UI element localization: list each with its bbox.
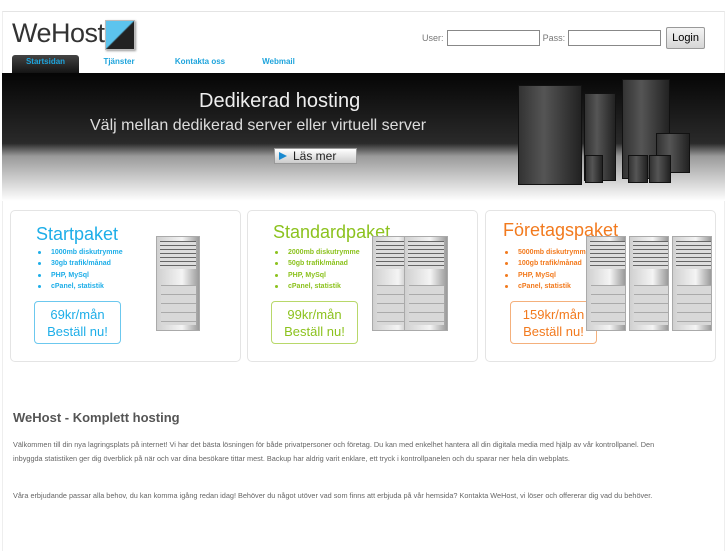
server-icon [404,236,448,331]
feature-item: 1000mb diskutrymme [36,249,123,260]
feature-list: 2000mb diskutrymme 50gb trafik/månad PHP… [273,249,360,294]
user-label: User: [422,33,444,43]
price: 69kr/mån [50,307,105,322]
banner-title: Dedikerad hosting [199,90,361,112]
feature-item: 100gb trafik/månad [503,260,590,271]
feature-item: cPanel, statistik [36,283,123,294]
order-label: Beställ nu! [47,324,108,339]
feature-item: cPanel, statistik [273,283,360,294]
tab-kontakta-oss[interactable]: Kontakta oss [174,57,226,66]
main-nav: Startsidan Tjänster Kontakta oss Webmail [12,55,316,74]
user-input[interactable] [446,30,540,46]
package-title: Företagspaket [503,220,619,240]
feature-item: 50gb trafik/månad [273,260,360,271]
package-title: Startpaket [36,224,119,244]
price: 99kr/mån [287,307,342,322]
tab-tjanster[interactable]: Tjänster [103,57,135,66]
feature-item: cPanel, statistik [503,283,590,294]
server-icon [672,236,712,331]
intro-paragraph: Välkommen till din nya lagringsplats på … [13,440,655,463]
tab-webmail[interactable]: Webmail [262,57,295,66]
offer-paragraph: Våra erbjudande passar alla behov, du ka… [13,491,653,500]
package-card-standard: Standardpaket 2000mb diskutrymme 50gb tr… [247,210,478,362]
feature-item: 2000mb diskutrymme [273,249,360,260]
pass-label: Pass: [542,33,566,43]
page-frame [2,11,725,551]
login-button[interactable]: Login [666,27,705,49]
tab-startsidan[interactable]: Startsidan [12,55,79,74]
banner-subtitle: Välj mellan dedikerad server eller virtu… [90,117,427,134]
feature-item: 30gb trafik/månad [36,260,123,271]
price: 159kr/mån [522,307,585,322]
package-card-foretag: Företagspaket 5000mb diskutrymme 100gb t… [485,210,716,362]
order-label: Beställ nu! [523,324,584,339]
feature-item: 5000mb diskutrymme [503,249,590,260]
feature-list: 1000mb diskutrymme 30gb trafik/månad PHP… [36,249,123,294]
logo[interactable]: WeHost [12,18,105,48]
feature-item: PHP, MySql [273,272,360,283]
feature-list: 5000mb diskutrymme 100gb trafik/månad PH… [503,249,590,294]
pass-input[interactable] [568,30,662,46]
logo-icon [105,20,135,50]
order-label: Beställ nu! [284,324,345,339]
feature-item: PHP, MySql [503,272,590,283]
content-heading: WeHost - Komplett hosting [13,410,180,425]
server-icon [629,236,669,331]
package-title: Standardpaket [273,222,391,242]
package-card-start: Startpaket 1000mb diskutrymme 30gb trafi… [10,210,241,362]
server-icon [586,236,626,331]
hero-banner: Dedikerad hosting Välj mellan dedikerad … [2,73,725,201]
read-more-button[interactable]: Läs mer [274,148,357,164]
feature-item: PHP, MySql [36,272,123,283]
login-form: User: Pass: Login [422,27,705,49]
server-icon [156,236,200,331]
